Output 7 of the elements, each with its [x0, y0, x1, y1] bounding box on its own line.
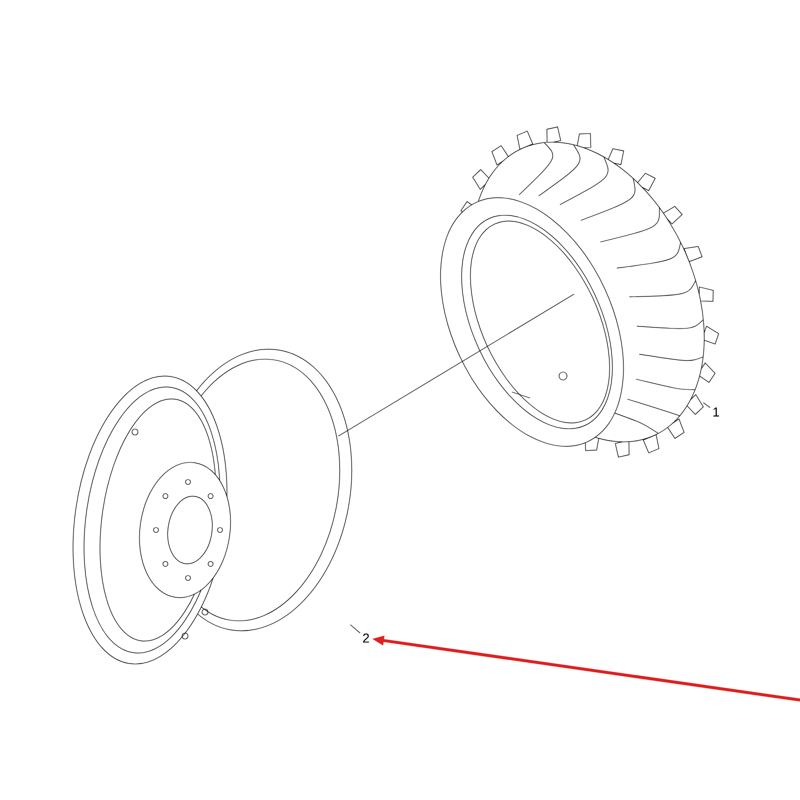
leader-line	[703, 402, 710, 408]
leader-line	[350, 624, 360, 634]
callout-number: 2	[363, 633, 369, 643]
center-line	[338, 294, 574, 436]
callout-number: 1	[713, 408, 719, 416]
wheel-rim-drawing	[72, 348, 352, 664]
tire-drawing	[440, 126, 720, 458]
